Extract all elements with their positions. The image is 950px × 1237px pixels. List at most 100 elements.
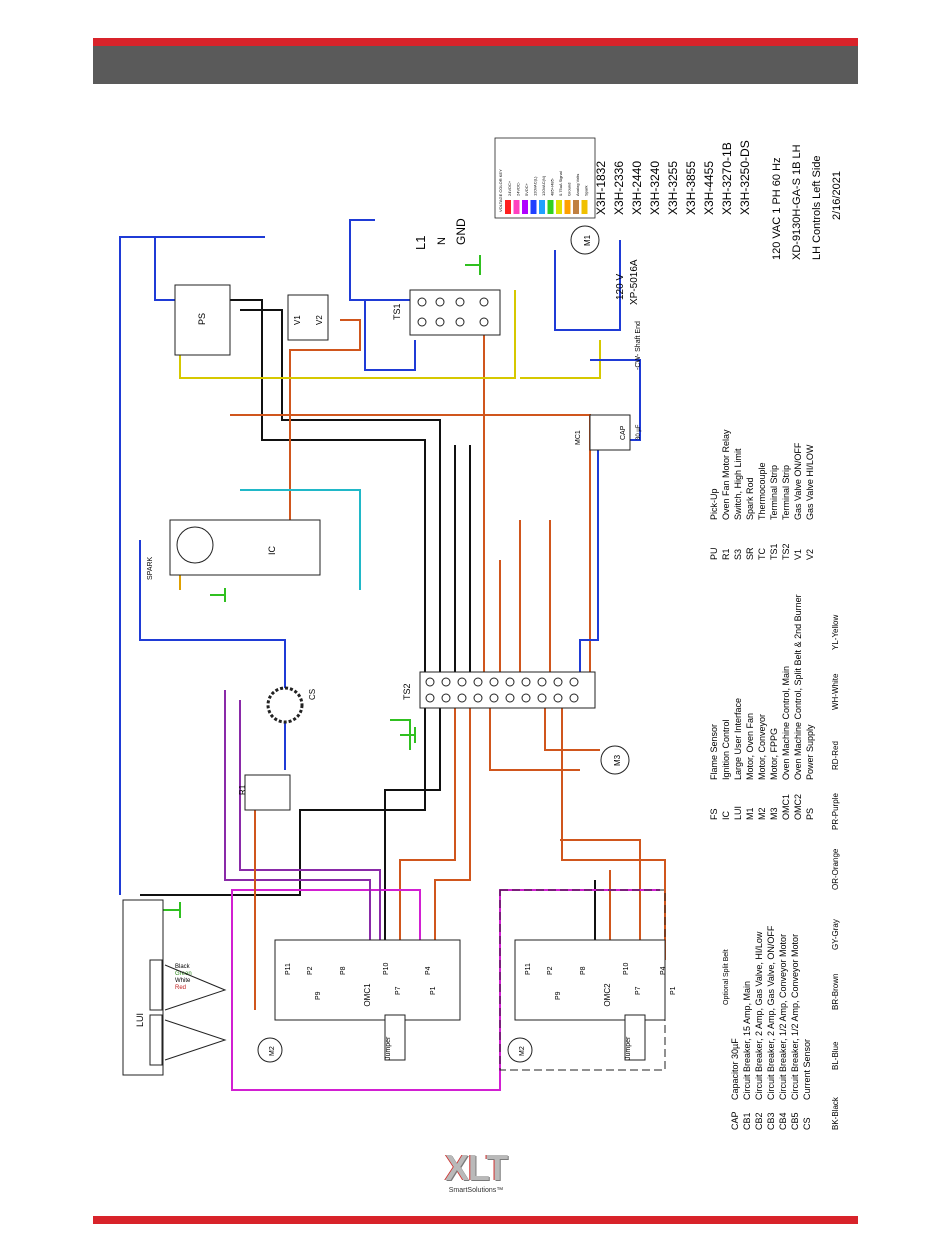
m3-label: M3: [613, 754, 622, 766]
legend-text: Oven Machine Control, Split Belt & 2nd B…: [793, 594, 803, 780]
wire-magenta-lui-1: [231, 889, 421, 1010]
omc1-p11: P11: [285, 963, 292, 975]
logo-tagline: SmartSolutions™: [448, 1187, 504, 1194]
wire-color-key-item: RD-Red: [831, 741, 840, 770]
logo-mark: XLT: [444, 1147, 508, 1188]
current-sensor: CS R1: [238, 686, 317, 811]
wire-color-key-item: WH-White: [831, 673, 840, 710]
legend-code: CS: [802, 1117, 812, 1130]
voltage-key-label: Ground: [567, 183, 572, 196]
omc2-jumper: Jumper: [625, 1036, 632, 1060]
legend-text: Large User Interface: [733, 698, 743, 780]
v1-label: V1: [293, 315, 302, 325]
ignition-control: IC SPARK: [147, 519, 321, 580]
wire-black-main: [140, 700, 426, 896]
voltage-key-label: Analog Volts: [575, 174, 580, 196]
legend-text: Power Supply: [805, 724, 815, 780]
model-number: X3H-3855: [684, 161, 698, 215]
legend-code: SR: [745, 547, 755, 560]
wire-purple-cs2: [239, 700, 381, 960]
legend-code: CB5: [790, 1112, 800, 1130]
title-description: LH Controls Left Side: [811, 155, 823, 260]
top-red-bar: [93, 38, 858, 46]
voltage-key-label: 24VDC+: [507, 180, 512, 196]
wire-blue-37: [579, 430, 599, 680]
legend-code: CB3: [766, 1112, 776, 1130]
omc1-board: OMC1 P11 P2 P8 P9 P10 P7 P4 P1 Jumper: [274, 939, 461, 1061]
voltage-swatch: [530, 200, 537, 214]
lui-label: LUI: [135, 1013, 145, 1027]
wire-cyan-ic: [240, 489, 361, 590]
omc1-p8: P8: [340, 966, 347, 975]
omc2-p4: P4: [660, 966, 667, 975]
gnd-label: GND: [454, 218, 468, 245]
omc1-label: OMC1: [363, 983, 372, 1007]
voltage-key-title: VOLTAGE COLOR KEY: [498, 169, 503, 212]
legend-code: CB2: [754, 1112, 764, 1130]
wire-color-key-item: GY-Gray: [831, 919, 840, 950]
spark-label: SPARK: [147, 556, 154, 580]
omc2-p1: P1: [670, 986, 677, 995]
ic-label: IC: [267, 545, 277, 555]
wire-black-2: [240, 309, 441, 680]
motors: M1 M3 M2 M2 120 V XP-5016A -CW- Shaft En…: [257, 225, 642, 1063]
legend-code: S3: [733, 549, 743, 560]
v2-label: V2: [315, 315, 324, 325]
omc2-p10: P10: [623, 962, 630, 975]
model-number: X3H-3255: [666, 161, 680, 215]
legend-code: M3: [769, 807, 779, 820]
ts2-label: TS2: [402, 683, 412, 700]
omc1-p10: P10: [383, 962, 390, 975]
legend-text: Terminal Strip: [781, 465, 791, 520]
m1-label: M1: [583, 234, 592, 246]
voltage-color-key: VOLTAGE COLOR KEY 24VDC+24VDC-5VDC+120VA…: [494, 137, 596, 219]
omc1-p7: P7: [395, 986, 402, 995]
omc2-p7: P7: [635, 986, 642, 995]
r1-label: R1: [238, 784, 247, 795]
omc2-p2: P2: [547, 966, 554, 975]
legend-text: Circuit Breaker, 15 Amp, Main: [742, 981, 752, 1100]
harness-white-1: White: [175, 978, 191, 984]
header-gray-bar: [93, 46, 858, 84]
legend-text: Oven Fan Motor Relay: [721, 429, 731, 520]
cs-label: CS: [308, 689, 317, 700]
model-number: X3H-3270-1B: [720, 142, 734, 215]
legend-code: LUI: [733, 806, 743, 820]
voltage-key-label: 485+/485-: [550, 177, 555, 196]
legend-text: Oven Machine Control, Main: [781, 666, 791, 780]
wire-blue-28: [349, 219, 420, 301]
omc2-p11: P11: [525, 963, 532, 975]
wire-black-ps: [230, 299, 426, 680]
legend-text: Pick-Up: [709, 488, 719, 520]
voltage-swatch: [539, 200, 545, 214]
legend-text: Spark Rod: [745, 477, 755, 520]
legend-code: TS2: [781, 543, 791, 560]
harness-black-1: Black: [175, 964, 191, 970]
ps-label: PS: [197, 313, 207, 325]
legend-code: TS1: [769, 543, 779, 560]
legend-code: PU: [709, 547, 719, 560]
gas-valves: V1 V2: [287, 294, 329, 341]
wire-color-key-item: PR-Purple: [831, 793, 840, 830]
omc2-board: Optional Split Belt OMC2 P11 P2 P8 P9 P1…: [499, 889, 730, 1071]
omc2-p8: P8: [580, 966, 587, 975]
model-number: X3H-2336: [612, 161, 626, 215]
harness-red-1: Red: [175, 985, 186, 991]
legend-text: Circuit Breaker, 2 Amp, Gas Valve, ON/OF…: [766, 925, 776, 1100]
omc1-p2: P2: [307, 966, 314, 975]
wire-red-ts2-down: [489, 700, 580, 771]
legend-code: V1: [793, 549, 803, 560]
wire-color-key-item: OR-Orange: [831, 848, 840, 890]
model-number: X3H-3240: [648, 161, 662, 215]
legend-code: TC: [757, 548, 767, 560]
wire-purple-cs: [224, 690, 371, 960]
cap-label: CAP: [620, 425, 627, 440]
legend-text: Motor, Oven Fan: [745, 713, 755, 780]
omc2-p9: P9: [555, 991, 562, 1000]
wire-black-19: [384, 700, 441, 960]
wire-color-key-item: BR-Brown: [831, 974, 840, 1010]
omc1-p1: P1: [430, 986, 437, 995]
voltage-swatch: [581, 200, 588, 214]
legend-text: Circuit Breaker, 2 Amp, Gas Valve, HI/Lo…: [754, 931, 764, 1100]
